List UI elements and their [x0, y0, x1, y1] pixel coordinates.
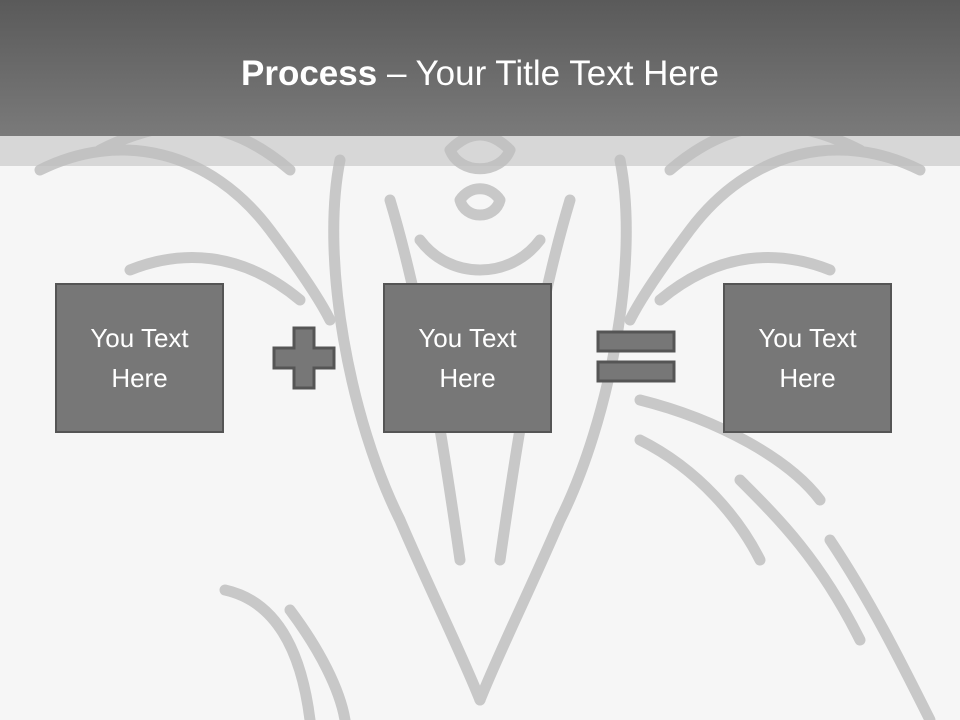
box-2-line-2: Here — [439, 363, 496, 393]
title-bold-text: Process — [241, 54, 378, 93]
box-2-line-1: You Text — [418, 323, 517, 353]
title-divider-strip — [0, 136, 960, 166]
title-bar — [0, 0, 960, 136]
box-3-line-2: Here — [779, 363, 836, 393]
title-rest-text: Your Title Text Here — [415, 54, 720, 93]
process-box-3[interactable]: You Text Here — [723, 283, 892, 433]
equals-icon — [596, 330, 676, 383]
slide-title: Process – Your Title Text Here — [0, 52, 960, 96]
process-box-1[interactable]: You Text Here — [55, 283, 224, 433]
box-1-line-1: You Text — [90, 323, 189, 353]
box-1-line-2: Here — [111, 363, 168, 393]
title-separator: – — [377, 54, 416, 93]
box-3-line-1: You Text — [758, 323, 857, 353]
plus-icon — [272, 326, 336, 390]
process-box-2[interactable]: You Text Here — [383, 283, 552, 433]
